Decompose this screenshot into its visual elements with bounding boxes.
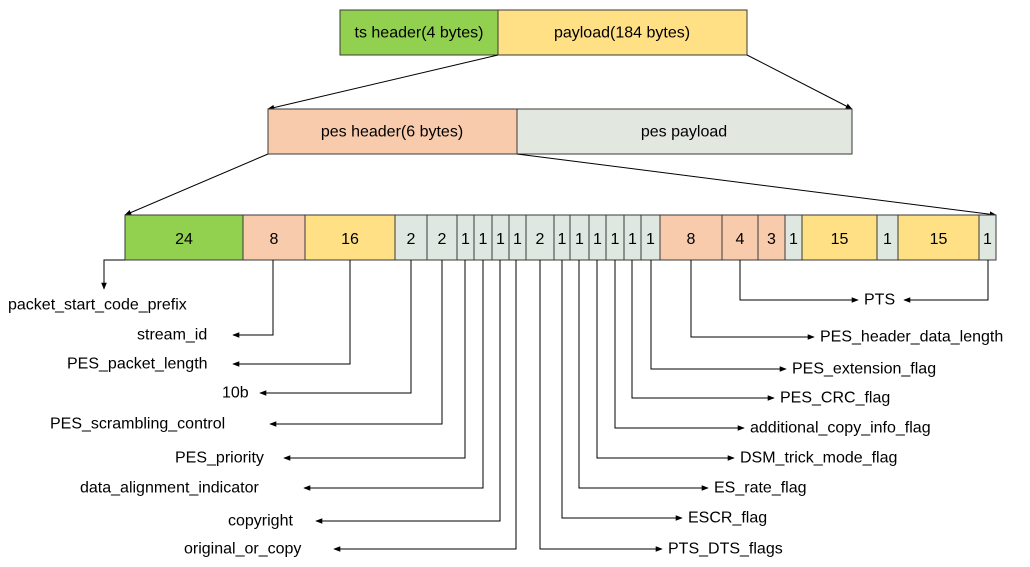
label-pts-dts-flags: PTS_DTS_flags: [668, 541, 783, 558]
label-dsm-trick-mode-flag: DSM_trick_mode_flag: [740, 450, 897, 467]
conn-pts-left: [739, 260, 859, 303]
conn-stream-id: [232, 260, 274, 338]
field-bits-label: 1: [883, 231, 892, 248]
label-copyright: copyright: [228, 513, 293, 530]
pes-packet: pes header(6 bytes) pes payload: [267, 108, 853, 155]
field-connectors: [101, 259, 989, 552]
conn-data-alignment-indicator: [303, 260, 484, 491]
field-bits-label: 1: [611, 231, 620, 248]
ts-payload-label: payload(184 bytes): [554, 25, 690, 42]
field-bits-label: 3: [767, 231, 776, 248]
conn-pts-dts-flags: [539, 260, 663, 552]
conn-pes-scrambling-control: [269, 260, 443, 427]
field-bits-label: 2: [407, 231, 416, 248]
field-bits-label: 1: [575, 231, 584, 248]
field-bits-label: 16: [341, 231, 359, 248]
pes-payload-box: [516, 108, 853, 155]
field-bits-label: 1: [479, 231, 488, 248]
field-box: [897, 214, 980, 261]
label-additional-copy-info-flag: additional_copy_info_flag: [750, 420, 931, 437]
field-bits-label: 2: [536, 231, 545, 248]
label-pes-scrambling-control: PES_scrambling_control: [50, 416, 225, 433]
expand-line-fields-right: [516, 153, 997, 217]
ts-header-label: ts header(4 bytes): [355, 25, 484, 42]
field-box: [721, 214, 759, 261]
conn-pes-header-data-length: [690, 260, 815, 340]
ts-payload-box: [497, 9, 748, 56]
field-bits-label: 1: [513, 231, 522, 248]
conn-es-rate-flag: [578, 260, 709, 491]
conn-pes-priority: [283, 260, 466, 461]
field-box: [242, 214, 306, 261]
conn-dsm-trick-mode-flag: [596, 260, 735, 461]
field-box: [124, 214, 244, 261]
label-stream-id: stream_id: [137, 327, 207, 344]
expand-line-right: [746, 54, 853, 110]
label-packet-start-code-prefix: packet_start_code_prefix: [8, 297, 187, 314]
left-labels: packet_start_code_prefix stream_id PES_p…: [8, 297, 301, 558]
conn-packet-start-code-prefix: [101, 259, 125, 290]
label-10b: 10b: [222, 385, 249, 402]
expand-line-fields-left: [124, 153, 269, 216]
conn-additional-copy-info-flag: [614, 260, 745, 431]
field-box: [525, 214, 555, 261]
label-original-or-copy: original_or_copy: [184, 541, 301, 558]
field-bits-label: 1: [496, 231, 505, 248]
conn-escr-flag: [561, 260, 683, 521]
pes-header-box: [267, 108, 518, 155]
ts-header-box: [339, 9, 499, 56]
pes-header-label: pes header(6 bytes): [321, 124, 463, 141]
conn-pes-crc-flag: [631, 260, 775, 401]
field-bits-label: 15: [831, 231, 849, 248]
field-bits-label: 1: [558, 231, 567, 248]
label-pes-crc-flag: PES_CRC_flag: [780, 390, 890, 407]
field-box: [394, 214, 428, 261]
conn-pts-right: [903, 260, 989, 303]
label-pts: PTS: [864, 292, 895, 309]
expand-line-left: [267, 54, 499, 111]
label-pes-priority: PES_priority: [175, 450, 264, 467]
conn-pes-extension-flag: [650, 260, 787, 372]
ts-packet: ts header(4 bytes) payload(184 bytes): [339, 9, 748, 56]
label-pes-header-data-length: PES_header_data_length: [820, 329, 1003, 346]
field-bits-label: 15: [930, 231, 948, 248]
field-bits-label: 1: [593, 231, 602, 248]
field-bits-label: 1: [983, 231, 992, 248]
label-pes-packet-length: PES_packet_length: [67, 356, 208, 373]
field-bits-label: 1: [628, 231, 637, 248]
label-escr-flag: ESCR_flag: [688, 510, 767, 527]
field-bits-label: 2: [438, 231, 447, 248]
field-bits-label: 1: [789, 231, 798, 248]
field-bits-label: 24: [175, 231, 193, 248]
pes-payload-label: pes payload: [641, 124, 727, 141]
field-bits-label: 4: [736, 231, 745, 248]
label-data-alignment-indicator: data_alignment_indicator: [80, 480, 259, 497]
field-bits-label: 8: [687, 231, 696, 248]
conn-pes-packet-length: [232, 260, 351, 367]
conn-original-or-copy: [333, 260, 517, 552]
field-bits-label: 1: [461, 231, 470, 248]
field-bits-label: 1: [646, 231, 655, 248]
field-box: [801, 214, 878, 261]
field-box: [757, 214, 786, 261]
label-es-rate-flag: ES_rate_flag: [714, 480, 807, 497]
conn-copyright: [315, 260, 501, 524]
label-pes-extension-flag: PES_extension_flag: [792, 361, 936, 378]
conn-10b: [259, 260, 412, 396]
right-labels: PTS PES_header_data_length PES_extension…: [668, 292, 1003, 558]
field-bits-label: 8: [270, 231, 279, 248]
